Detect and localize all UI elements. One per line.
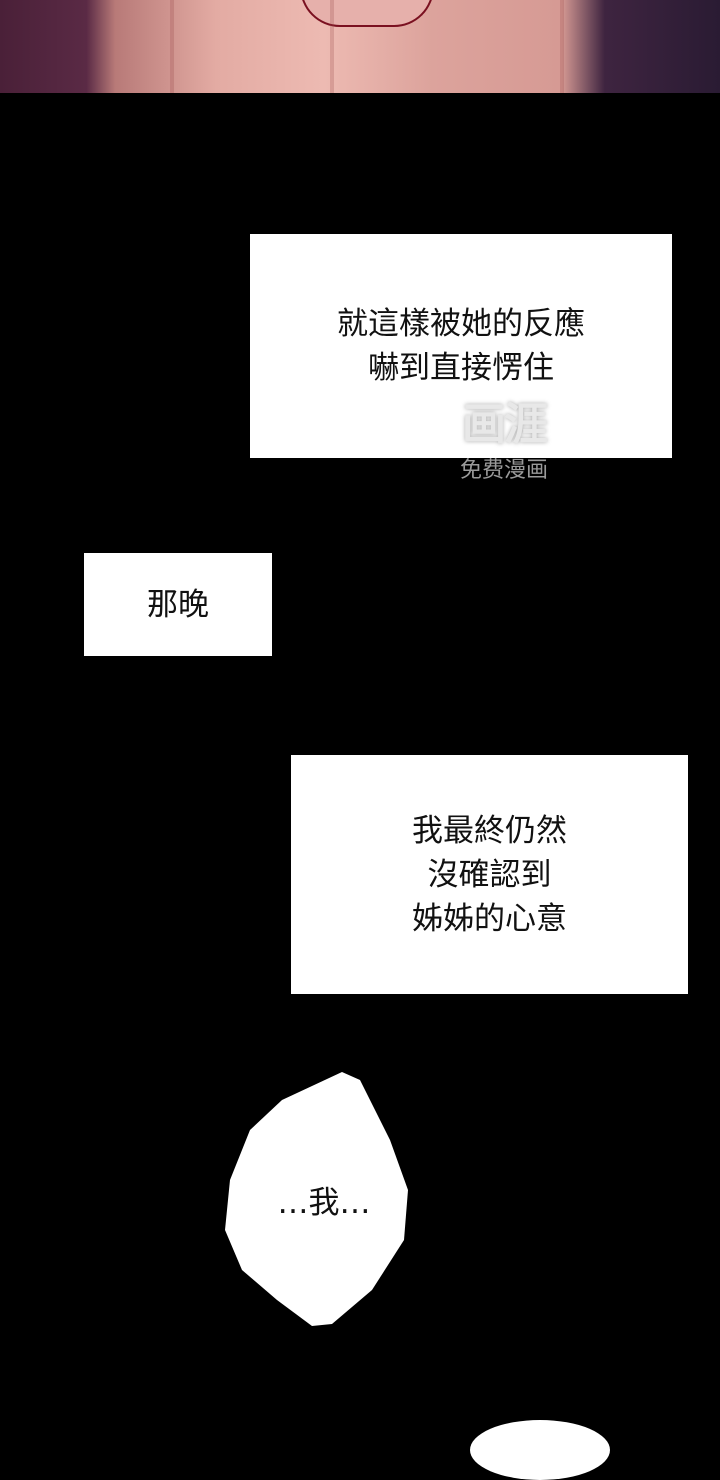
caption-box-2: 那晚 — [84, 553, 272, 656]
mouth-outline — [300, 0, 434, 27]
caption-line: 姊姊的心意 — [412, 900, 567, 937]
caption-line: 嚇到直接愣住 — [368, 350, 554, 386]
comic-panel-art — [0, 0, 720, 93]
caption-line: 那晚 — [147, 586, 209, 623]
caption-line: 我最終仍然 — [412, 812, 567, 849]
caption-box-3: 我最終仍然 沒確認到 姊姊的心意 — [291, 755, 688, 994]
hatch-line — [560, 0, 564, 93]
speech-bubble — [225, 1072, 408, 1326]
watermark: 画涯 免费漫画 — [460, 400, 548, 486]
caption-line: 就這樣被她的反應 — [337, 306, 585, 342]
caption-box-1: 就這樣被她的反應 嚇到直接愣住 — [250, 234, 672, 458]
hatch-line — [170, 0, 174, 93]
speech-bubble-partial — [470, 1420, 610, 1480]
watermark-logo: 画涯 — [462, 399, 548, 450]
hatch-line — [330, 0, 334, 93]
caption-line: 沒確認到 — [427, 856, 552, 893]
speech-bubble-text: …我… — [277, 1184, 371, 1221]
watermark-subtitle: 免费漫画 — [460, 458, 549, 483]
